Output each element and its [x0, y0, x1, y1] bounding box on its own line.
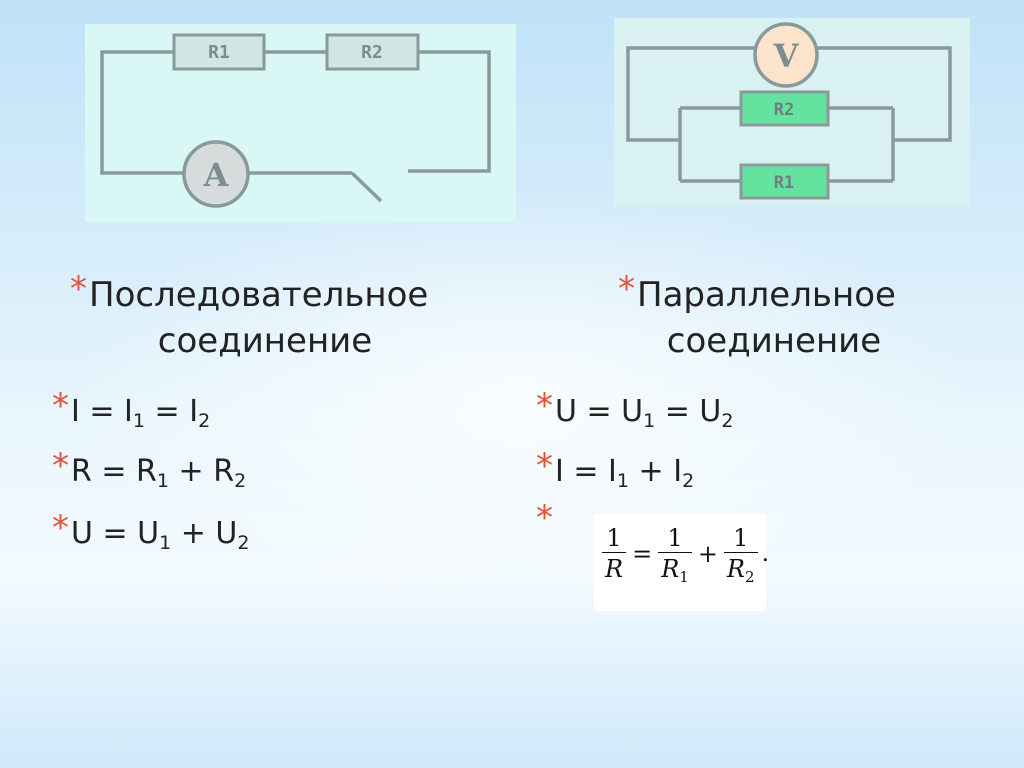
formula-subscript: 1 — [156, 470, 169, 492]
bullet-star: * — [536, 498, 553, 538]
parallel-formula-voltage: *U = U1 = U2 — [536, 386, 734, 432]
parallel-heading: *Параллельное соединение — [618, 269, 908, 364]
plus-sign: + — [697, 539, 718, 568]
resistor-r2-parallel — [739, 90, 830, 127]
resistor-r1 — [172, 33, 266, 71]
bullet-star: * — [70, 269, 87, 309]
voltmeter-label: V — [773, 37, 800, 75]
subscript: 1 — [679, 568, 689, 586]
formula-text: I = I — [555, 454, 617, 489]
formula-subscript: 2 — [721, 410, 734, 432]
trailing-period: . — [761, 539, 770, 567]
series-circuit-diagram: R1 R2 A — [85, 24, 516, 222]
formula-text: U = U — [71, 516, 160, 551]
formula-text: = I — [145, 394, 199, 429]
formula-text: + R — [169, 454, 235, 489]
variable-r: R — [661, 555, 680, 583]
parallel-heading-line2: соединение — [666, 321, 882, 361]
formula-subscript: 1 — [159, 532, 172, 554]
series-wires — [100, 50, 491, 203]
formula-subscript: 2 — [682, 470, 695, 492]
denominator: R2 — [723, 552, 758, 586]
resistor-r2 — [325, 33, 420, 71]
bullet-star: * — [52, 446, 69, 486]
voltmeter — [753, 22, 819, 88]
bullet-star: * — [536, 386, 553, 426]
parallel-resistance-formula: 1 R = 1 R1 + 1 R2 . — [594, 514, 770, 611]
resistor-r1-label: R1 — [208, 42, 230, 63]
formula-subscript: 2 — [237, 532, 250, 554]
series-circuit-svg: R1 R2 A — [85, 24, 516, 222]
formula-text: I = I — [71, 394, 133, 429]
equals-sign: = — [632, 539, 653, 568]
formula-text: + I — [629, 454, 683, 489]
parallel-wires — [626, 46, 952, 183]
variable-r: R — [726, 555, 745, 583]
formula-text: R = R — [71, 454, 157, 489]
ammeter-label: A — [203, 156, 230, 194]
resistor-r2-parallel-label: R2 — [774, 100, 794, 120]
series-heading-line1: Последовательное — [89, 275, 429, 315]
fraction-1-over-r2: 1 R2 — [723, 524, 758, 586]
fraction-1-over-r1: 1 R1 — [658, 524, 692, 586]
formula-text: = U — [655, 394, 722, 429]
series-heading-line2: соединение — [157, 321, 373, 361]
parallel-formula-current: *I = I1 + I2 — [536, 446, 695, 492]
resistor-r2-label: R2 — [361, 42, 383, 63]
resistor-r1-parallel-label: R1 — [774, 173, 794, 193]
formula-text: U = U — [555, 394, 644, 429]
bullet-star: * — [618, 269, 635, 309]
resistor-r1-parallel — [739, 163, 830, 200]
denominator: R — [602, 552, 627, 583]
series-circuit-background — [85, 24, 516, 222]
bullet-star: * — [52, 386, 69, 426]
formula-subscript: 1 — [643, 410, 656, 432]
denominator: R1 — [658, 552, 692, 586]
variable-r: R — [605, 555, 624, 583]
fraction-1-over-r: 1 R — [602, 524, 627, 583]
series-formula-voltage: *U = U1 + U2 — [52, 508, 250, 554]
subscript: 2 — [745, 568, 755, 586]
bullet-star: * — [52, 508, 69, 548]
formula-subscript: 1 — [132, 410, 145, 432]
series-formula-current: *I = I1 = I2 — [52, 386, 211, 432]
formula-text: + U — [171, 516, 238, 551]
parallel-circuit-diagram: V R2 R1 — [614, 18, 970, 206]
bullet-star: * — [536, 446, 553, 486]
series-formula-resistance: *R = R1 + R2 — [52, 446, 247, 492]
numerator: 1 — [606, 524, 622, 552]
parallel-heading-line1: Параллельное — [637, 275, 896, 315]
fraction-row: 1 R = 1 R1 + 1 R2 . — [602, 524, 770, 586]
ammeter — [182, 140, 250, 208]
formula-subscript: 1 — [616, 470, 629, 492]
parallel-circuit-svg: V R2 R1 — [614, 18, 970, 206]
parallel-formula-resistance-bullet: * — [536, 498, 555, 544]
formula-subscript: 2 — [198, 410, 211, 432]
formula-subscript: 2 — [234, 470, 247, 492]
numerator: 1 — [667, 524, 683, 552]
numerator: 1 — [733, 524, 749, 552]
series-heading: *Последовательное соединение — [70, 269, 450, 364]
